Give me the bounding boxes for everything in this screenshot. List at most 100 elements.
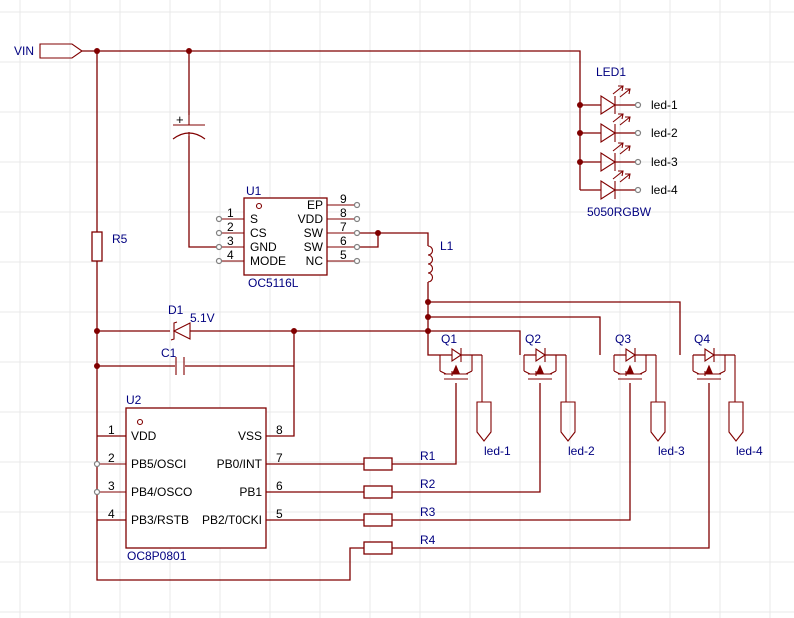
pin-number: 8	[340, 206, 347, 220]
led1-net-label: led-4	[651, 183, 678, 197]
resistor-ref: R1	[420, 449, 436, 463]
resistor-r1[interactable]: R1	[363, 449, 436, 471]
net-flag-label: led-1	[484, 444, 511, 458]
l1-ref: L1	[440, 239, 454, 253]
pin-number: 4	[108, 507, 115, 521]
junction-dot	[577, 130, 583, 136]
resistor-ref: R3	[420, 505, 436, 519]
mosfet-ref: Q1	[441, 332, 457, 346]
junction-dot	[425, 314, 431, 320]
pin-name: PB2/T0CKI	[202, 513, 262, 527]
led1-net-label: led-3	[651, 155, 678, 169]
pin-number: 9	[340, 192, 347, 206]
net-flag-label: led-4	[736, 444, 763, 458]
d1-ref: D1	[168, 303, 184, 317]
mosfet-ref: Q2	[525, 332, 541, 346]
pin-name: MODE	[250, 254, 286, 268]
u2-left-pin-3: PB4/OSCO 3	[98, 479, 192, 499]
u1-right-pin-9: EP 9	[307, 192, 361, 212]
mosfet-q4[interactable]: Q4	[692, 332, 736, 402]
u1-left-pin-4: MODE 4	[215, 248, 286, 268]
pin-number: 8	[276, 423, 283, 437]
resistor-r2[interactable]: R2	[363, 477, 436, 499]
junction-dot	[375, 230, 381, 236]
junction-dot	[186, 48, 192, 54]
pin-name: NC	[306, 254, 324, 268]
d1-value: 5.1V	[190, 311, 215, 325]
led1-channel-3: led-3	[580, 142, 678, 173]
pin-name: VDD	[131, 429, 157, 443]
u2-ic[interactable]: U2 OC8P0801 VDD1PB5/OSCI2PB4/OSCO3PB3/RS…	[93, 393, 295, 563]
junction-dot	[94, 363, 100, 369]
d1-zener[interactable]: D1 5.1V	[168, 303, 215, 341]
pin-number: 1	[227, 206, 234, 220]
r5-ref: R5	[112, 232, 128, 246]
pin-number: 6	[340, 234, 347, 248]
junction-dot	[425, 299, 431, 305]
net-flag-led-2: led-2	[560, 401, 595, 458]
led1-ref: LED1	[596, 65, 626, 79]
c1-capacitor[interactable]: C1	[161, 346, 185, 375]
junction-dot	[577, 159, 583, 165]
pin-number: 2	[227, 220, 234, 234]
u2-ref: U2	[126, 393, 142, 407]
pin-name: CS	[250, 226, 267, 240]
vin-label: VIN	[14, 44, 34, 58]
u2-value: OC8P0801	[127, 549, 187, 563]
led1-net-label: led-2	[651, 126, 678, 140]
l1-inductor[interactable]: L1	[427, 239, 454, 283]
pin-name: PB4/OSCO	[131, 485, 192, 499]
led1-net-label: led-1	[651, 98, 678, 112]
net-flag-label: led-2	[568, 444, 595, 458]
junction-dot	[291, 328, 297, 334]
u2-right-pin-5: PB2/T0CKI 5	[202, 507, 294, 527]
led1-channel-4: led-4	[580, 170, 678, 201]
junction-dot	[94, 48, 100, 54]
mosfet-q3[interactable]: Q3	[613, 332, 657, 402]
mosfet-q2[interactable]: Q2	[523, 332, 567, 402]
pin-name: S	[250, 212, 258, 226]
pin-name: SW	[304, 226, 324, 240]
junction-dot	[577, 102, 583, 108]
pin-number: 3	[227, 234, 234, 248]
vin-port[interactable]: VIN	[14, 43, 83, 59]
pin-number: 7	[340, 220, 347, 234]
resistor-r4[interactable]: R4	[363, 533, 436, 555]
r5-resistor[interactable]: R5	[91, 231, 128, 262]
pin-number: 2	[108, 451, 115, 465]
pin-name: PB1	[239, 485, 262, 499]
bulk-capacitor[interactable]: +	[172, 112, 206, 140]
net-flag-led-3: led-3	[650, 401, 685, 458]
pin-name: EP	[307, 198, 323, 212]
pin-number: 5	[276, 507, 283, 521]
u1-value: OC5116L	[248, 276, 299, 290]
resistor-r3[interactable]: R3	[363, 505, 436, 527]
led1-channel-2: led-2	[580, 113, 678, 144]
junction-dots	[94, 48, 583, 369]
c1-ref: C1	[161, 346, 177, 360]
u1-left-pin-2: CS 2	[215, 220, 267, 240]
u2-left-pin-2: PB5/OSCI 2	[98, 451, 186, 471]
u2-left-pin-4: PB3/RSTB 4	[98, 507, 189, 527]
u1-right-pin-7: SW 7	[304, 220, 361, 240]
pin-name: PB5/OSCI	[131, 457, 186, 471]
junction-dot	[94, 328, 100, 334]
pin-number: 4	[227, 248, 234, 262]
pin-name: PB0/INT	[217, 457, 263, 471]
pin-number: 3	[108, 479, 115, 493]
resistor-ref: R2	[420, 477, 436, 491]
pin-name: PB3/RSTB	[131, 513, 189, 527]
net-flag-led-1: led-1	[476, 401, 511, 458]
pin-number: 5	[340, 248, 347, 262]
mosfet-q1[interactable]: Q1	[439, 332, 483, 402]
pin-name: VSS	[238, 429, 262, 443]
